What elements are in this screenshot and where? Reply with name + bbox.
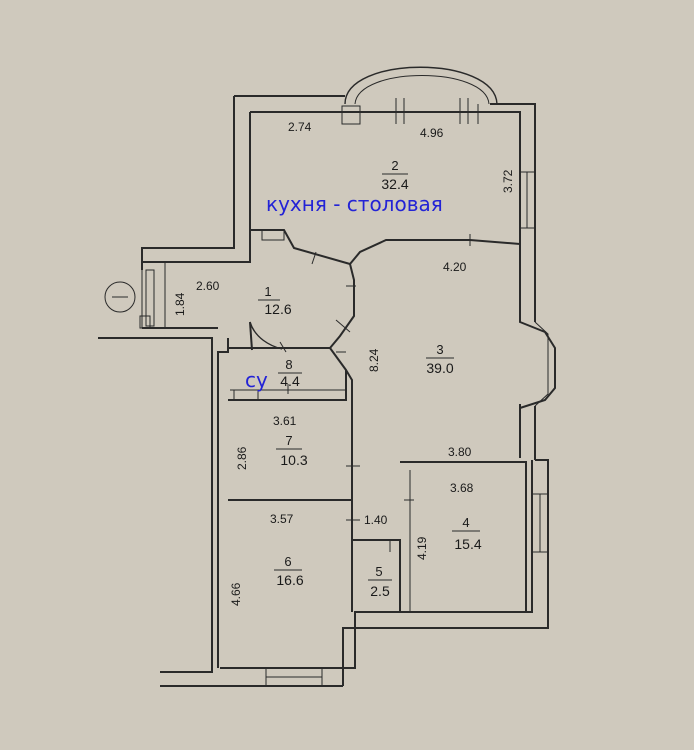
room-2-area: 32.4 <box>381 176 408 192</box>
bathroom-annotation: су <box>245 368 268 392</box>
dim-4-20: 4.20 <box>443 260 467 274</box>
kitchen-window <box>519 171 536 229</box>
living-room-bay-window <box>519 240 556 409</box>
room-6-area: 16.6 <box>276 572 303 588</box>
kitchen-cabinet <box>261 229 285 241</box>
room-4-number: 4 <box>462 515 469 530</box>
kitchen-annotation: кухня - столовая <box>266 192 443 216</box>
dim-4-19: 4.19 <box>415 536 429 560</box>
annotations: кухня - столовая су <box>245 192 443 392</box>
dim-2-74: 2.74 <box>288 120 312 134</box>
dim-1-40: 1.40 <box>364 513 388 527</box>
entrance-niche <box>139 262 166 329</box>
room-6-number: 6 <box>284 554 291 569</box>
dim-3-68: 3.68 <box>450 481 474 495</box>
bedroom-window <box>531 493 549 553</box>
dim-1-84: 1.84 <box>173 292 187 316</box>
room-5-number: 5 <box>375 564 382 579</box>
room-3-area: 39.0 <box>426 360 453 376</box>
room-1-area: 12.6 <box>264 301 291 317</box>
room-1-number: 1 <box>264 284 271 299</box>
dim-3-57: 3.57 <box>270 512 294 526</box>
dim-3-61: 3.61 <box>273 414 297 428</box>
room-7-area: 10.3 <box>280 452 307 468</box>
dimension-labels: 2.74 4.96 3.72 4.20 2.60 1.84 8.24 3.61 … <box>173 120 515 606</box>
bottom-window <box>265 667 323 687</box>
bay-window <box>341 66 498 125</box>
room-8-area: 4.4 <box>280 373 300 389</box>
room-7-number: 7 <box>285 433 292 448</box>
room-3-number: 3 <box>436 342 443 357</box>
room-5-area: 2.5 <box>370 583 390 599</box>
dim-2-86: 2.86 <box>235 446 249 470</box>
bath-fixture <box>233 389 259 401</box>
dim-8-24: 8.24 <box>367 348 381 372</box>
internal-walls <box>228 229 527 612</box>
room-8-number: 8 <box>285 357 292 372</box>
outer-walls <box>98 95 549 687</box>
dim-3-80: 3.80 <box>448 445 472 459</box>
circle-symbol <box>104 281 136 313</box>
dim-4-66: 4.66 <box>229 582 243 606</box>
room-labels: 1 12.6 2 32.4 3 39.0 4 15.4 5 2.5 6 16.6… <box>258 158 482 599</box>
dim-2-60: 2.60 <box>196 279 220 293</box>
room-2-number: 2 <box>391 158 398 173</box>
dim-4-96: 4.96 <box>420 126 444 140</box>
dim-3-72: 3.72 <box>501 169 515 193</box>
room-4-area: 15.4 <box>454 536 481 552</box>
ventilation-shaft <box>341 105 361 125</box>
